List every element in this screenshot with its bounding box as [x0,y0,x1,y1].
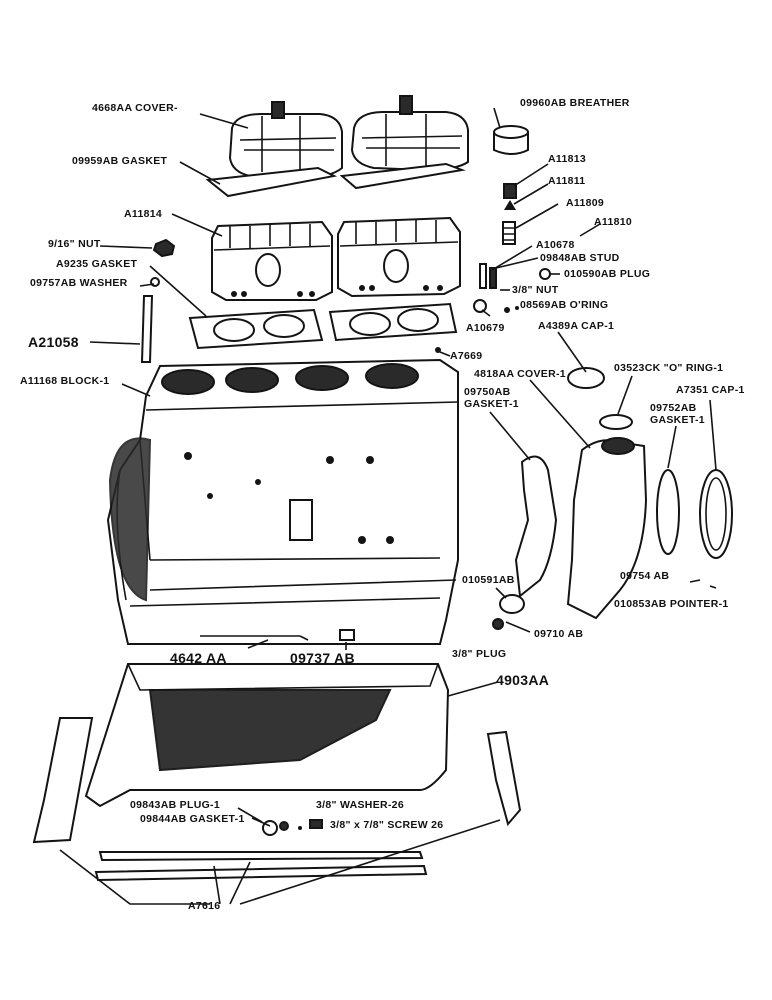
label-38-washer: 3/8" WASHER-26 [316,799,404,811]
head-gasket-right [328,302,458,342]
label-a11168-block: A11168 BLOCK-1 [20,375,110,387]
label-a9235-gasket: A9235 GASKET [56,258,138,270]
cylinder-head-left [211,220,333,301]
label-a10678: A10678 [536,239,575,251]
valve-cover-left [228,101,343,180]
stud-a21058 [140,295,154,363]
label-4903aa: 4903AA [496,672,550,688]
label-a7669: A7669 [450,350,483,362]
oring-03523 [599,414,633,430]
label-09959ab-gasket: 09959AB GASKET [72,155,168,167]
engine-block [106,358,459,645]
label-09737ab: 09737 AB [290,650,355,666]
cover-4818 [566,439,648,620]
label-38-plug: 3/8" PLUG [452,648,507,660]
label-09848ab-stud: 09848AB STUD [540,252,620,264]
label-4642aa: 4642 AA [170,650,227,666]
label-a10679: A10679 [466,322,505,334]
part-09737 [339,629,355,641]
label-09843ab-plug: 09843AB PLUG-1 [130,799,220,811]
pan-gasket-strip-2 [94,864,428,882]
label-010590ab-plug: 010590AB PLUG [564,268,651,280]
label-a11814: A11814 [124,208,163,220]
label-09752ab-gasket: 09752AB GASKET-1 [650,402,705,426]
label-916-nut: 9/16" NUT [48,238,101,250]
label-a4389a-cap: A4389A CAP-1 [538,320,615,332]
nut-916 [152,238,176,258]
gasket-09750 [514,455,558,598]
label-09750ab-gasket: 09750AB GASKET-1 [464,386,519,410]
gasket-09959-right [339,162,466,190]
label-a7351-cap: A7351 CAP-1 [676,384,745,396]
label-010591ab: 010591AB [462,574,515,586]
label-a11810: A11810 [594,216,633,228]
gasket-09752 [656,469,680,555]
label-a7616: A7616 [188,900,221,912]
valve-cover-right [350,95,469,172]
pan-gasket-right [486,730,522,827]
label-09754ab: 09754 AB [620,570,670,582]
gasket-09959-left [205,166,338,198]
label-38-screw: 3/8" x 7/8" SCREW 26 [330,819,444,831]
dipstick-4642 [200,635,309,641]
label-4668aa-cover: 4668AA COVER- [92,102,178,114]
leader-lines [59,107,717,905]
plug-010591 [499,594,525,614]
pan-gasket-strip-1 [98,851,424,862]
label-38-nut-top: 3/8" NUT [512,284,559,296]
label-a11809: A11809 [566,197,605,209]
label-a11811: A11811 [548,175,586,187]
label-08569ab-oring: 08569AB O'RING [520,299,609,311]
label-03523ck-oring: 03523CK "O" RING-1 [614,362,724,374]
cap-a7351 [699,469,733,559]
label-a11813: A11813 [548,153,587,165]
label-4818aa-cover: 4818AA COVER-1 [474,368,566,380]
label-09757ab-washer: 09757AB WASHER [30,277,128,289]
label-09844ab-gasket: 09844AB GASKET-1 [140,813,245,825]
oil-pan [84,663,450,808]
plug-38 [492,618,504,630]
label-09710ab: 09710 AB [534,628,584,640]
label-09960ab-breather: 09960AB BREATHER [520,97,630,109]
label-a21058: A21058 [28,334,79,350]
label-010853ab-pointer: 010853AB POINTER-1 [614,598,729,610]
cylinder-head-right [337,216,461,298]
cap-a4389 [567,367,605,389]
head-gasket-left [188,308,324,350]
breather [493,125,529,155]
pan-gasket-left [32,717,94,844]
